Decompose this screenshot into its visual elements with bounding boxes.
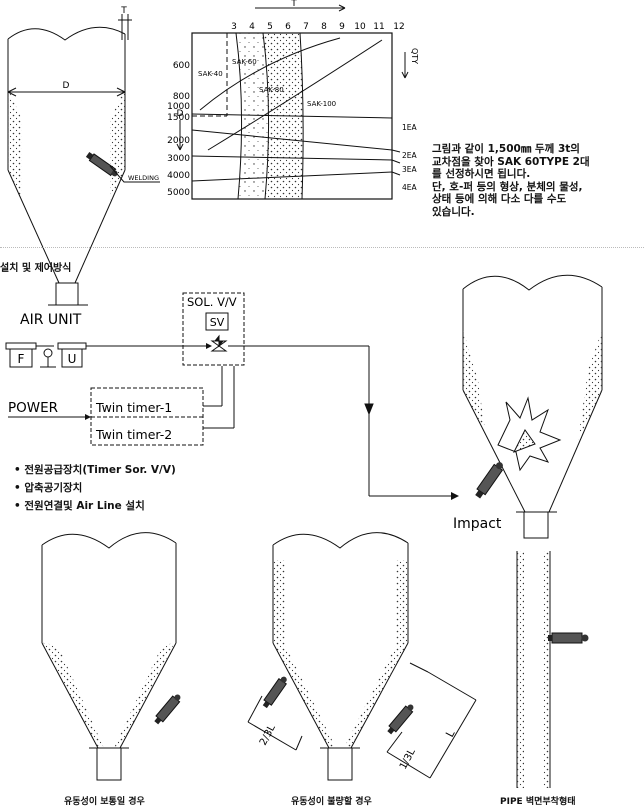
curve-label-sak40: SAK-40 bbox=[198, 70, 223, 78]
caption-poor-flow: 유동성이 불량할 경우 bbox=[291, 797, 372, 807]
chart-t-label: T bbox=[290, 0, 297, 9]
air-filter-unit bbox=[5, 342, 87, 368]
x-tick-11: 11 bbox=[373, 22, 384, 32]
caption-pipe-wall: PIPE 벽면부착형태 bbox=[500, 797, 576, 807]
selection-chart bbox=[176, 4, 409, 200]
filter-u-label: U bbox=[68, 352, 77, 366]
note-line: 교차점을 찾아 SAK 60TYPE 2대 bbox=[432, 155, 590, 168]
x-tick-7: 7 bbox=[303, 22, 309, 32]
silo-bottom-normal bbox=[41, 532, 177, 781]
curve-label-sak60: SAK-60 bbox=[232, 58, 257, 66]
vibrator-icon-pipe bbox=[548, 632, 589, 644]
x-tick-10: 10 bbox=[354, 22, 366, 32]
y-tick-5000: 5000 bbox=[167, 188, 190, 198]
section-title: 설치 및 제어방식 bbox=[0, 263, 72, 274]
pipe-wall bbox=[516, 551, 551, 788]
control-diagram bbox=[5, 292, 459, 500]
list-item: 전원공급장치(Timer Sor. V/V) bbox=[14, 461, 175, 479]
filter-f-label: F bbox=[18, 352, 25, 366]
note-line: 있습니다. bbox=[432, 205, 475, 218]
silo-bottom-poor bbox=[247, 532, 477, 781]
list-item: 압축공기장치 bbox=[14, 479, 176, 497]
qty-label: QTY bbox=[410, 48, 419, 64]
sv-label: SV bbox=[210, 316, 225, 329]
x-tick-12: 12 bbox=[393, 22, 404, 32]
selection-note: 그림과 같이 1,500㎜ 두께 3t의 교차점을 찾아 SAK 60TYPE … bbox=[432, 143, 642, 218]
note-line: 단, 호-퍼 등의 형상, 분체의 물성, bbox=[432, 180, 583, 193]
y-tick-1000: 1000 bbox=[167, 102, 190, 112]
note-line: 를 선정하시면 됩니다. bbox=[432, 168, 531, 180]
x-tick-3: 3 bbox=[231, 22, 237, 32]
y-tick-4000: 4000 bbox=[167, 171, 190, 181]
sol-vv-label: SOL. V/V bbox=[187, 295, 237, 309]
silo-d-label: D bbox=[63, 81, 70, 91]
vibrator-icon-top bbox=[85, 151, 118, 177]
note-line: 상태 등에 의해 다소 다를 수도 bbox=[432, 193, 567, 205]
y-tick-1500: 1500 bbox=[167, 113, 190, 123]
timer2-label: Twin timer-2 bbox=[95, 427, 172, 442]
welding-label: WELDING bbox=[128, 174, 159, 182]
dim-label-2-3l: 2/3L bbox=[258, 723, 278, 748]
air-unit-label: AIR UNIT bbox=[20, 312, 82, 328]
power-label: POWER bbox=[8, 400, 58, 416]
dim-label-l: L bbox=[443, 727, 458, 739]
list-item: 전원연결및 Air Line 설치 bbox=[14, 497, 176, 515]
dim-label-1-3l: 1/3L bbox=[398, 747, 418, 772]
vibrator-icon-impact bbox=[475, 462, 504, 499]
x-tick-8: 8 bbox=[321, 22, 327, 32]
x-tick-5: 5 bbox=[267, 22, 273, 32]
x-tick-6: 6 bbox=[285, 22, 291, 32]
section-divider bbox=[0, 247, 644, 248]
x-tick-9: 9 bbox=[339, 22, 345, 32]
d-axis-label: D bbox=[177, 109, 184, 119]
ea-label-4: 4EA bbox=[402, 183, 418, 192]
timer1-label: Twin timer-1 bbox=[95, 400, 172, 415]
welding-leader-line bbox=[109, 165, 160, 183]
vibrator-icon-bottom-2b bbox=[387, 704, 414, 735]
vibrator-icon-bottom-1 bbox=[154, 694, 181, 725]
y-tick-2000: 2000 bbox=[167, 136, 190, 146]
ea-label-2: 2EA bbox=[402, 151, 418, 160]
ea-label-3: 3EA bbox=[402, 165, 418, 174]
silo-t-label: T bbox=[120, 6, 127, 16]
curve-label-sak80: SAK-80 bbox=[259, 86, 284, 94]
caption-normal-flow: 유동성이 보통일 경우 bbox=[64, 797, 145, 807]
x-tick-4: 4 bbox=[249, 22, 255, 32]
y-tick-800: 800 bbox=[173, 92, 190, 102]
silo-impact bbox=[462, 274, 603, 539]
requirements-list: 전원공급장치(Timer Sor. V/V) 압축공기장치 전원연결및 Air … bbox=[14, 461, 176, 515]
y-tick-600: 600 bbox=[173, 61, 190, 71]
vibrator-icon-bottom-2a bbox=[262, 676, 287, 709]
ea-label-1: 1EA bbox=[402, 123, 418, 132]
note-line: 그림과 같이 1,500㎜ 두께 3t의 bbox=[432, 143, 580, 155]
y-tick-3000: 3000 bbox=[167, 154, 190, 164]
impact-label: Impact bbox=[453, 516, 502, 532]
curve-label-sak100: SAK-100 bbox=[307, 100, 336, 108]
